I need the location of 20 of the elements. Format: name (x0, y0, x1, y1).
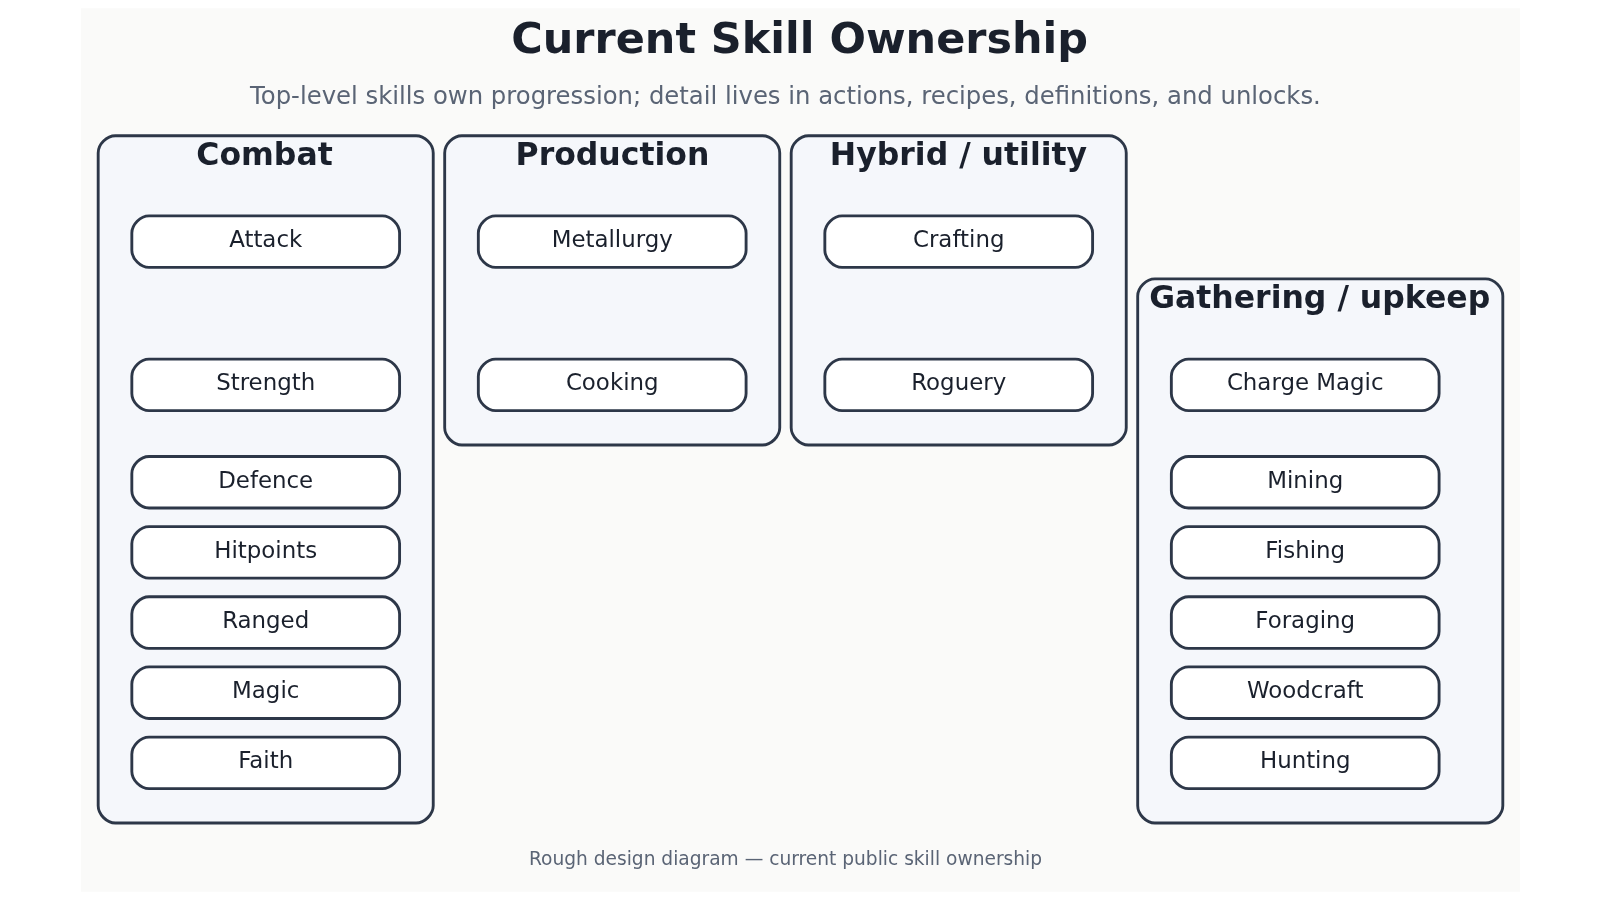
node-box: Ranged (129, 595, 401, 650)
label: Top-level skills own progression; detail lives in actions, recipes, definitions, and unlocks. (249, 81, 1321, 111)
node-box: Foraging (1169, 595, 1441, 650)
node-box: Mining (1169, 455, 1441, 510)
node-box: Faith (129, 735, 401, 791)
node-box: Cooking (476, 357, 747, 413)
node-box: Fishing (1169, 525, 1441, 580)
node-box: Hitpoints (129, 525, 401, 580)
node-box: Metallurgy (476, 214, 747, 269)
diagram-title: Current Skill Ownership (510, 12, 1088, 63)
caption: Rough design diagram — current public skill ownership (528, 848, 1042, 870)
node-box: Strength (129, 357, 401, 413)
node-box: Hunting (1169, 735, 1441, 791)
node-box: Charge Magic (1169, 357, 1441, 413)
node-box: Roguery (822, 357, 1094, 413)
node-box: Crafting (822, 214, 1094, 269)
node-box: Attack (129, 214, 401, 269)
node-box: Magic (129, 665, 401, 720)
node-box: Defence (129, 455, 401, 510)
node-box: Woodcraft (1169, 665, 1441, 720)
